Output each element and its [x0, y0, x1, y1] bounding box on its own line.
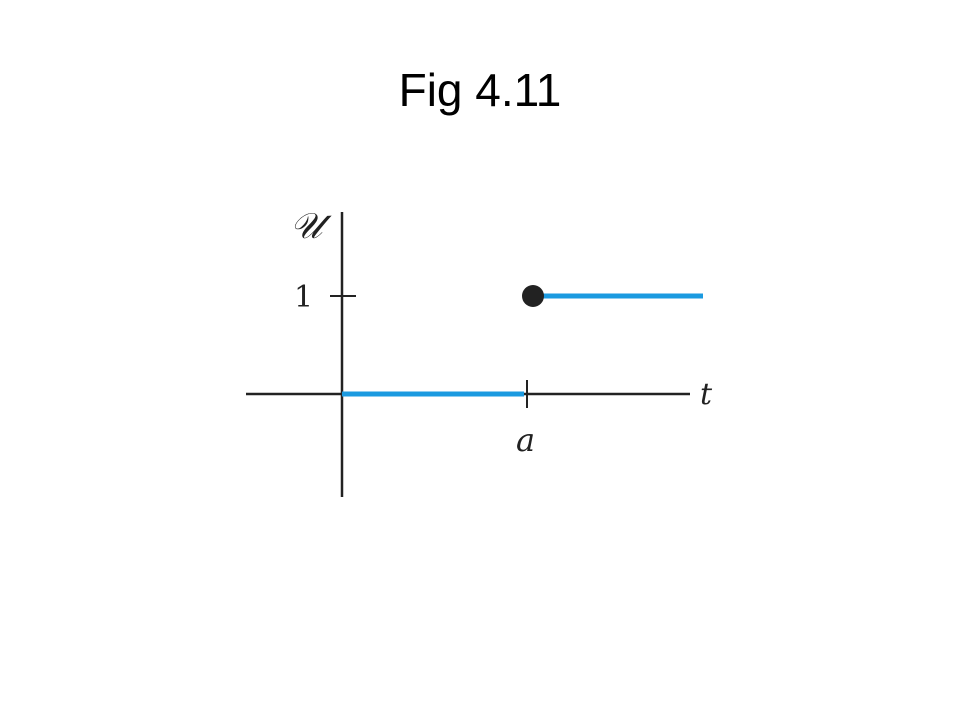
x-axis-label: t — [700, 377, 713, 412]
y-axis-label: 𝒰 — [290, 206, 332, 247]
closed-dot — [522, 285, 544, 307]
y-tick-label: 1 — [294, 280, 313, 315]
slide-title: Fig 4.11 — [398, 64, 562, 116]
x-tick-label: a — [516, 421, 535, 459]
